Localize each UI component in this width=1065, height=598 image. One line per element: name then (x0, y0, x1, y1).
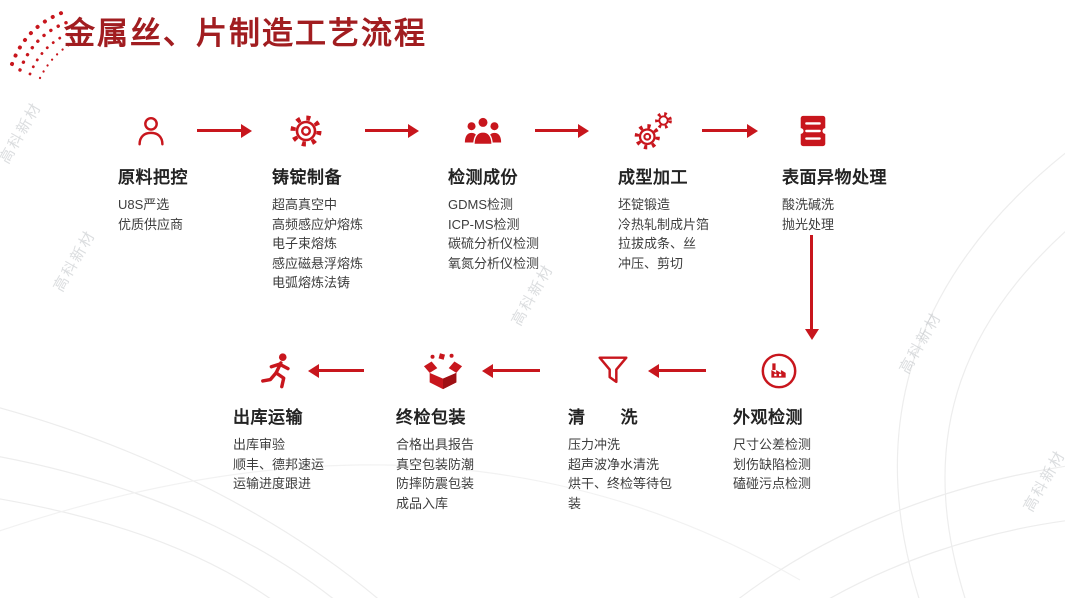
flow-arrow-right-icon (702, 123, 758, 138)
step-title: 出库运输 (233, 408, 303, 427)
double-gear-icon (618, 108, 763, 154)
step-title: 终检包装 (396, 408, 466, 427)
user-icon (118, 108, 268, 154)
step-item: 磕碰污点检测 (733, 476, 812, 491)
step-item: 冷热轧制成片箔 (618, 216, 710, 232)
step-item: 超声波净水清洗 (568, 456, 660, 472)
step-appearance-inspection: 外观检测 尺寸公差检测 划伤缺陷检测 磕碰污点检测 (733, 348, 878, 494)
gear-icon (272, 108, 422, 154)
step-item: 坯锭锻造 (618, 197, 671, 212)
step-items: 尺寸公差检测 划伤缺陷检测 磕碰污点检测 (733, 435, 878, 494)
step-raw-material-control: 原料把控 U8S严选 优质供应商 (118, 108, 268, 234)
inspection-badge-icon (733, 348, 878, 394)
step-surface-treatment: 表面异物处理 酸洗碱洗 抛光处理 (782, 108, 932, 234)
flow-arrow-down-icon (804, 235, 819, 340)
flow-arrow-right-icon (365, 123, 419, 138)
step-item: 氧氮分析仪检测 (448, 255, 540, 271)
step-item: 顺丰、德邦速运 (233, 456, 325, 472)
step-forming-processing: 成型加工 坯锭锻造 冷热轧制成片箔 拉拔成条、丝 冲压、剪切 (618, 108, 763, 273)
step-items: 坯锭锻造 冷热轧制成片箔 拉拔成条、丝 冲压、剪切 (618, 195, 763, 273)
flow-arrow-left-icon (648, 363, 706, 378)
team-icon (448, 108, 598, 154)
step-item: GDMS检测 (448, 197, 514, 212)
page-title: 金属丝、片制造工艺流程 (64, 16, 427, 51)
step-item: 尺寸公差检测 (733, 437, 812, 452)
step-item: 成品入库 (396, 495, 449, 511)
step-item: 运输进度跟进 (233, 476, 312, 491)
step-item: 防摔防震包装 (396, 476, 475, 491)
step-item: 抛光处理 (782, 216, 835, 232)
step-item: 真空包装防潮 (396, 456, 475, 472)
step-item: 酸洗碱洗 (782, 197, 835, 212)
flow-arrow-left-icon (482, 363, 540, 378)
step-ingot-preparation: 铸锭制备 超高真空中 高频感应炉熔炼 电子束熔炼 感应磁悬浮熔炼 电弧熔炼法铸 (272, 108, 422, 293)
step-item: 划伤缺陷检测 (733, 456, 812, 472)
step-title: 清 洗 (568, 408, 638, 427)
step-items: 酸洗碱洗 抛光处理 (782, 195, 932, 234)
step-item: 电弧熔炼法铸 (272, 275, 351, 290)
step-item: 出库审验 (233, 437, 286, 452)
step-final-inspection-packaging: 终检包装 合格出具报告 真空包装防潮 防摔防震包装 成品入库 (396, 348, 546, 513)
step-items: U8S严选 优质供应商 (118, 195, 268, 234)
step-outbound-transport: 出库运输 出库审验 顺丰、德邦速运 运输进度跟进 (233, 348, 383, 494)
step-items: 合格出具报告 真空包装防潮 防摔防震包装 成品入库 (396, 435, 546, 513)
step-items: GDMS检测 ICP-MS检测 碳硫分析仪检测 氧氮分析仪检测 (448, 195, 598, 273)
step-title: 铸锭制备 (272, 168, 342, 187)
runner-icon (233, 348, 383, 394)
step-item: 碳硫分析仪检测 (448, 236, 540, 251)
step-title: 检测成份 (448, 168, 518, 187)
open-box-icon (396, 348, 546, 394)
step-item: 烘干、终检等待包装 (568, 476, 673, 511)
step-items: 压力冲洗 超声波净水清洗 烘干、终检等待包装 (568, 435, 676, 513)
step-item: 拉拔成条、丝 (618, 236, 697, 251)
step-item: 冲压、剪切 (618, 255, 684, 271)
step-item: 高频感应炉熔炼 (272, 216, 364, 232)
step-item: 超高真空中 (272, 197, 338, 212)
ticket-icon (782, 108, 932, 154)
step-title: 成型加工 (618, 168, 688, 187)
step-item: U8S严选 (118, 197, 170, 212)
step-item: 合格出具报告 (396, 437, 475, 452)
step-composition-testing: 检测成份 GDMS检测 ICP-MS检测 碳硫分析仪检测 氧氮分析仪检测 (448, 108, 598, 273)
dots-decoration-icon (10, 10, 76, 80)
step-item: 压力冲洗 (568, 437, 621, 452)
funnel-icon (568, 348, 676, 394)
flow-arrow-right-icon (197, 123, 252, 138)
step-cleaning: 清 洗 压力冲洗 超声波净水清洗 烘干、终检等待包装 (568, 348, 676, 513)
flow-arrow-left-icon (308, 363, 364, 378)
flow-arrow-right-icon (535, 123, 589, 138)
step-title: 外观检测 (733, 408, 803, 427)
step-title: 原料把控 (118, 168, 188, 187)
step-items: 超高真空中 高频感应炉熔炼 电子束熔炼 感应磁悬浮熔炼 电弧熔炼法铸 (272, 195, 422, 293)
step-items: 出库审验 顺丰、德邦速运 运输进度跟进 (233, 435, 383, 494)
step-item: ICP-MS检测 (448, 216, 520, 232)
step-item: 优质供应商 (118, 216, 184, 232)
step-item: 电子束熔炼 (272, 236, 338, 251)
step-title: 表面异物处理 (782, 168, 887, 187)
step-item: 感应磁悬浮熔炼 (272, 255, 364, 271)
